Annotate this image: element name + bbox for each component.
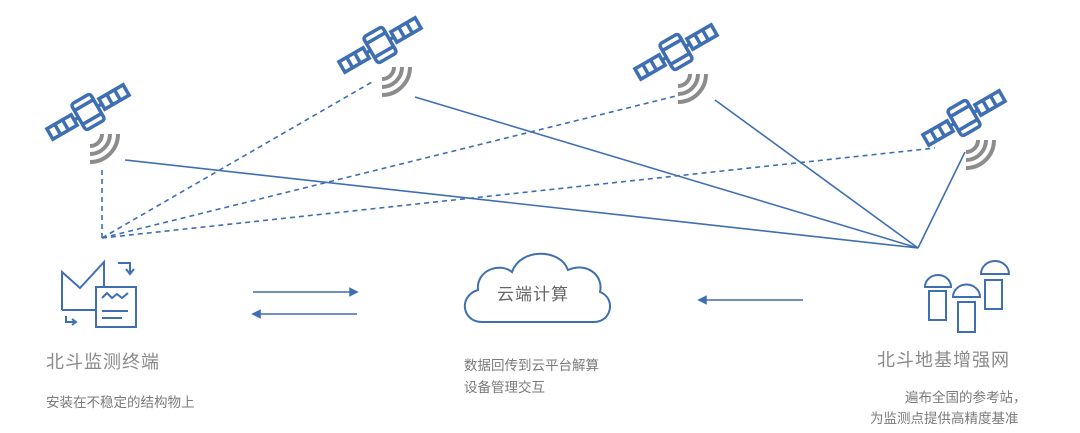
reference-station-icon <box>923 260 1011 333</box>
dashed-line <box>101 147 936 239</box>
cloud-icon <box>463 252 611 323</box>
satellite-icon <box>628 15 724 104</box>
satellite-icon <box>40 75 136 164</box>
solid-line <box>714 99 919 249</box>
solid-line <box>917 151 966 249</box>
center-line2: 设备管理交互 <box>464 380 545 396</box>
dashed-line <box>101 81 373 239</box>
network-line1: 遍布全国的参考站， <box>905 390 1027 406</box>
satellite-icon <box>332 8 428 97</box>
network-title: 北斗地基增强网 <box>877 350 1010 371</box>
terminal-description: 安装在不稳定的结构物上 <box>46 395 195 411</box>
terminal-title: 北斗监测终端 <box>46 352 160 373</box>
signal-lines <box>101 81 966 249</box>
two-way-arrows <box>251 287 803 319</box>
center-line1: 数据回传到云平台解算 <box>464 358 599 374</box>
solid-line <box>124 159 919 249</box>
network-line2: 为监测点提供高精度基准 <box>870 411 1019 427</box>
cloud-label: 云端计算 <box>497 285 569 305</box>
dashed-line <box>101 94 681 239</box>
monitoring-terminal-icon <box>61 259 137 328</box>
solid-line <box>414 96 919 249</box>
